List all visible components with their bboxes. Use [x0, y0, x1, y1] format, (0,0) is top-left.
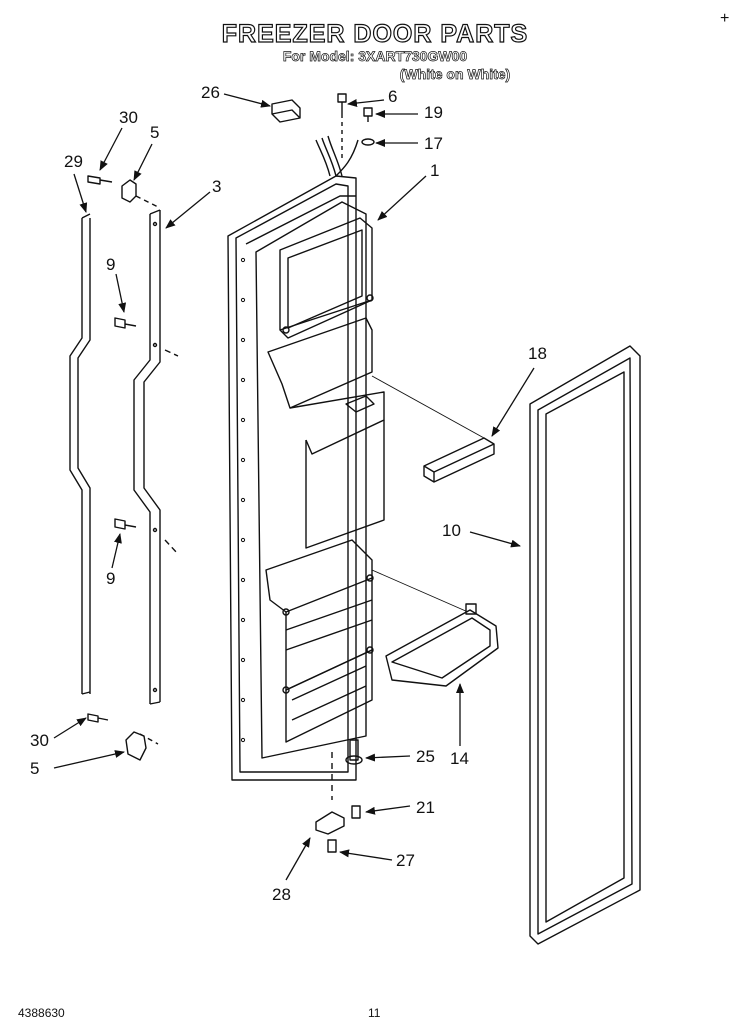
arrow-9a: [115, 273, 127, 313]
trim-strip-part: [69, 213, 91, 695]
callout-5-bottom: 5: [30, 759, 39, 778]
arrow-18: [491, 367, 535, 437]
callout-29: 29: [64, 152, 83, 171]
callout-17: 17: [424, 134, 443, 153]
arrow-30b: [53, 717, 87, 739]
arrow-5b: [53, 750, 125, 769]
top-wire-harness: [315, 93, 375, 177]
arrow-6: [347, 99, 385, 107]
callout-3: 3: [212, 177, 221, 196]
callout-30-top: 30: [119, 108, 138, 127]
callout-18: 18: [528, 344, 547, 363]
callout-14: 14: [450, 749, 469, 768]
callout-26: 26: [201, 83, 220, 102]
arrow-29: [73, 173, 88, 213]
callout-9-top: 9: [106, 255, 115, 274]
arrow-5a: [133, 143, 153, 181]
callout-28: 28: [272, 885, 291, 904]
document-number: 4388630: [18, 1006, 65, 1020]
arrow-10: [469, 531, 521, 548]
callout-labels: 26 6 19 17 30 5 29 3 1 9 18 10 9 30 5 25…: [30, 83, 547, 904]
arrow-3: [165, 191, 211, 229]
door-shell-part: [227, 175, 385, 781]
bottom-hinge-pin: [315, 739, 363, 853]
callout-5-top: 5: [150, 123, 159, 142]
callout-10: 10: [442, 521, 461, 540]
screw-9-bottom: [114, 518, 137, 530]
door-bin-part: [371, 569, 499, 687]
screw-9-top: [114, 317, 137, 329]
corner-mark: +: [720, 10, 730, 27]
hinge-strip-part: [133, 209, 179, 705]
callout-9-bottom: 9: [106, 569, 115, 588]
callout-27: 27: [396, 851, 415, 870]
arrow-9b: [111, 533, 122, 569]
arrow-25: [365, 753, 411, 762]
arrow-30a: [99, 127, 123, 171]
top-hinge-hardware: [87, 175, 161, 209]
door-gasket-part: [529, 345, 641, 945]
wire-connector-part: [271, 99, 301, 123]
color-line: (White on White): [399, 66, 511, 83]
shelf-trim-part: [371, 375, 495, 483]
callout-1: 1: [430, 161, 439, 180]
arrow-27: [339, 849, 393, 861]
arrow-1: [377, 175, 427, 221]
callout-21: 21: [416, 798, 435, 817]
callout-6: 6: [388, 87, 397, 106]
callout-25: 25: [416, 747, 435, 766]
page-title: FREEZER DOOR PARTS: [221, 19, 529, 48]
page-number: 11: [368, 1006, 381, 1020]
model-line: For Model: 3XART730GW00: [282, 48, 468, 65]
arrow-28: [285, 837, 311, 881]
callout-30-bottom: 30: [30, 731, 49, 750]
callout-19: 19: [424, 103, 443, 122]
bottom-hinge-hardware: [87, 713, 159, 761]
arrow-26: [223, 93, 271, 108]
arrow-21: [365, 805, 411, 815]
